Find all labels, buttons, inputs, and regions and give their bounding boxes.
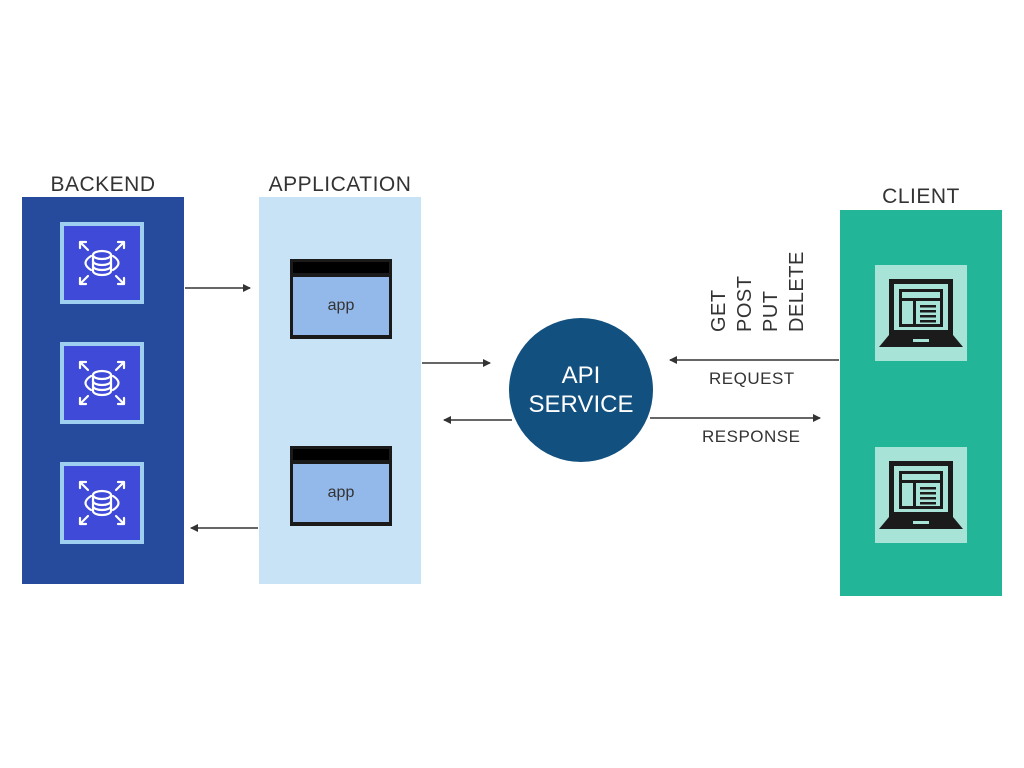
http-method-put: PUT: [760, 290, 782, 333]
api-service-label-line1: API: [561, 362, 601, 389]
client-title: CLIENT: [882, 185, 960, 208]
client-panel: [840, 210, 1002, 596]
database-node: [60, 462, 144, 544]
database-node: [60, 342, 144, 424]
client-device: [875, 265, 967, 361]
http-method-get: GET: [708, 289, 730, 332]
application-panel: app app: [259, 197, 421, 584]
client-device: [875, 447, 967, 543]
database-scale-icon: [78, 240, 126, 286]
api-service-node: API SERVICE: [509, 318, 653, 462]
http-method-post: POST: [734, 275, 756, 332]
application-title: APPLICATION: [268, 173, 412, 196]
database-node: [60, 222, 144, 304]
backend-panel: [22, 197, 184, 584]
app-label: app: [293, 464, 389, 522]
app-window-titlebar: [293, 262, 389, 273]
database-scale-icon: [78, 480, 126, 526]
http-method-delete: DELETE: [786, 251, 808, 332]
app-window: app: [290, 259, 392, 339]
response-label: RESPONSE: [702, 427, 801, 446]
app-label: app: [293, 277, 389, 335]
request-label: REQUEST: [709, 369, 795, 388]
backend-title: BACKEND: [50, 173, 156, 196]
api-service-label-line2: SERVICE: [528, 391, 634, 418]
laptop-icon: [879, 279, 963, 347]
app-window-titlebar: [293, 449, 389, 460]
database-scale-icon: [78, 360, 126, 406]
app-window: app: [290, 446, 392, 526]
laptop-icon: [879, 461, 963, 529]
